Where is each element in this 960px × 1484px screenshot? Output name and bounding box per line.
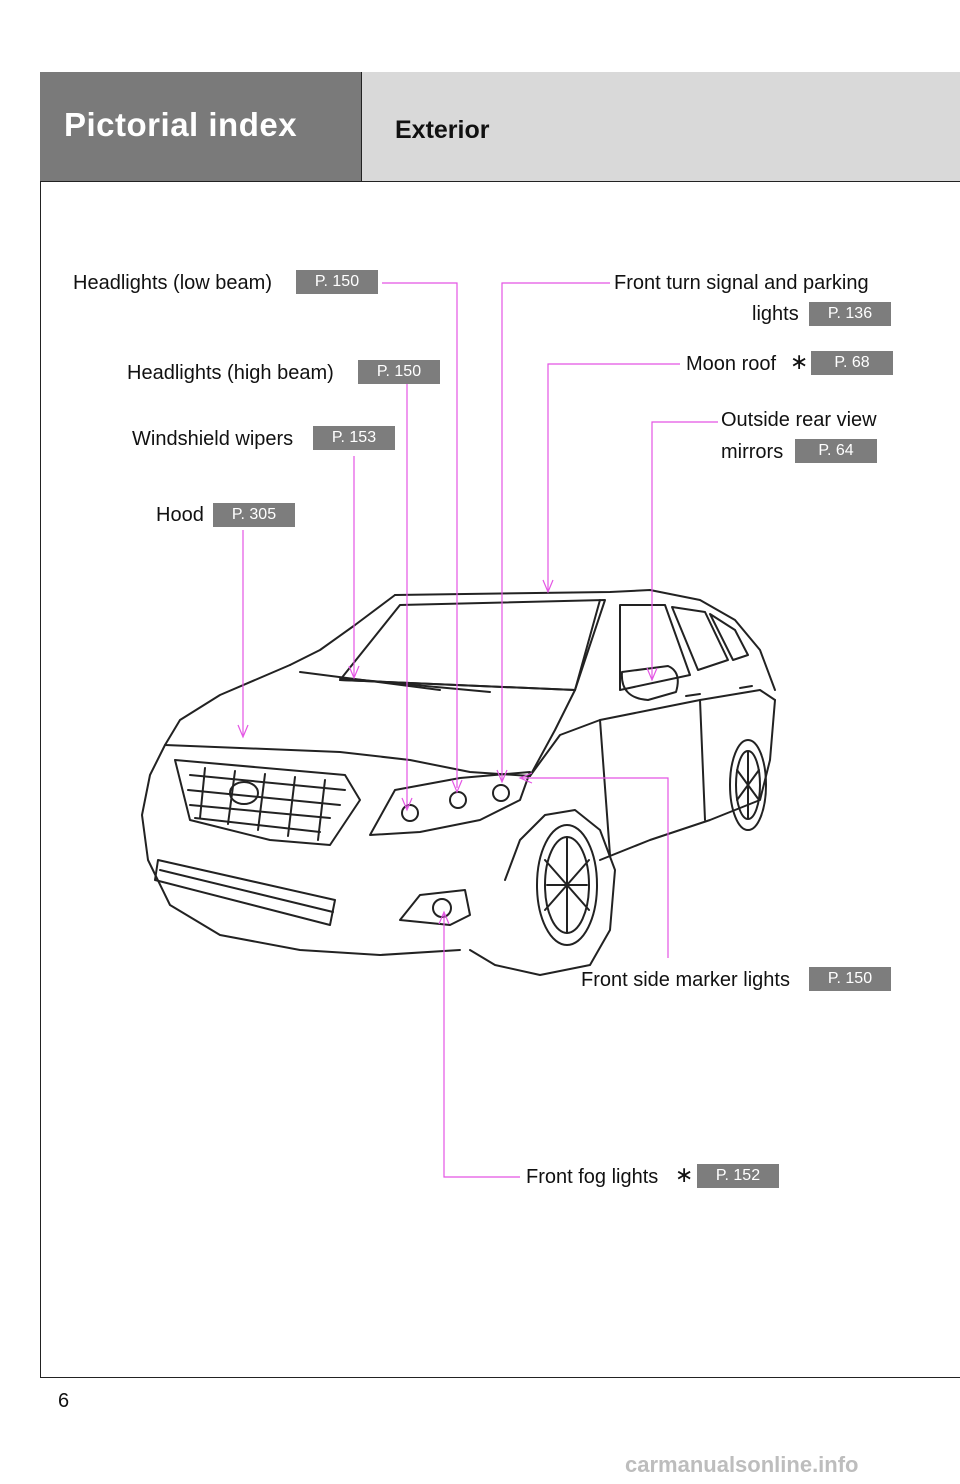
watermark: carmanualsonline.info [625,1452,859,1477]
label-front-fog-lights: Front fog lights [526,1166,659,1188]
label-headlights-low-beam: Headlights (low beam) [73,272,272,294]
label-front-side-marker: Front side marker lights [581,969,790,991]
label-moon-roof: Moon roof [686,353,777,375]
page-ref-front-turn-signal[interactable]: P. 136 [809,302,891,326]
label-headlights-high-beam: Headlights (high beam) [127,362,334,384]
subsection-title: Exterior [395,116,490,144]
page-ref-headlights-high-beam[interactable]: P. 150 [358,360,440,384]
page-ref-front-side-marker[interactable]: P. 150 [809,967,891,991]
car-body-outline [141,589,776,976]
page-ref-front-fog-lights[interactable]: P. 152 [697,1164,779,1188]
page-ref-windshield-wipers[interactable]: P. 153 [313,426,395,450]
page-number: 6 [58,1390,70,1412]
label-windshield-wipers: Windshield wipers [132,428,294,450]
option-asterisk-icon: ∗ [790,349,809,374]
section-header: Pictorial index [40,72,362,182]
page-ref-headlights-low-beam[interactable]: P. 150 [296,270,378,294]
subsection-header: Exterior [362,72,960,182]
page-ref-outside-mirrors[interactable]: P. 64 [795,439,877,463]
label-outside-mirrors: Outside rear view [721,409,877,431]
page-ref-hood[interactable]: P. 305 [213,503,295,527]
section-title: Pictorial index [64,106,298,143]
label-outside-mirrors-line2: mirrors [721,441,784,463]
leader-lines [237,282,718,1178]
label-hood: Hood [156,504,204,526]
label-front-turn-signal: Front turn signal and parking [614,272,869,294]
label-front-turn-signal-line2: lights [752,303,799,325]
option-asterisk-icon: ∗ [675,1162,694,1187]
page-ref-moon-roof[interactable]: P. 68 [811,351,893,375]
